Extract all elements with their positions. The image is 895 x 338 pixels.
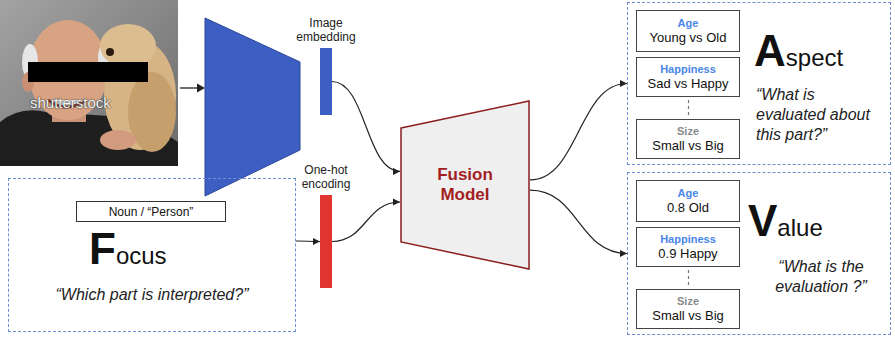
text-holder: 0.9 Happy [658, 246, 717, 262]
hand-shape [100, 130, 136, 150]
text-holder: Image embedding [281, 16, 371, 44]
text-holder: One-hot encoding [281, 163, 371, 191]
attribute-box: Age0.8 Old [636, 180, 740, 222]
text-holder: Size [677, 125, 699, 138]
encoding-bar: One-hot encoding [320, 195, 332, 288]
censor-bar [28, 62, 148, 82]
text-holder: Noun / “Person” [109, 205, 194, 219]
watermark-text: shutterstock [30, 94, 111, 111]
node-text: Happiness [660, 233, 716, 246]
fusion-outline [401, 101, 529, 269]
embedding-bar: Image embedding [320, 48, 332, 115]
input-arrowhead [197, 84, 205, 93]
node-text: Age [678, 17, 699, 30]
node-text: 0.8 Old [667, 200, 709, 216]
dog-nose [106, 48, 114, 56]
node-text: One-hot encoding [281, 163, 371, 191]
node-text: “What is the evaluation ?” [756, 257, 886, 297]
node-text: “Which part is interpreted?” [9, 285, 295, 305]
node-text: Sad vs Happy [648, 76, 729, 92]
node-text: Aspect [754, 27, 843, 75]
value-panel: Value “What is the evaluation ?” Age0.8 Ol… [627, 172, 891, 335]
node-text: Young vs Old [650, 30, 727, 46]
aspect-panel: Aspect “What is evaluated about this part… [627, 2, 891, 165]
ellipsis-dash [688, 270, 689, 287]
text-holder: shutterstock [30, 94, 111, 111]
attribute-box: SizeSmall vs Big [636, 119, 740, 159]
text-holder: 0.8 Old [667, 200, 709, 216]
attribute-box: Happiness0.9 Happy [636, 227, 740, 267]
text-holder: Size [677, 295, 699, 308]
node-text: Noun / “Person” [109, 205, 194, 219]
node-text: Age [678, 187, 699, 200]
fusion-trapezoid: Fusion Model [400, 100, 530, 270]
text-holder: Age [678, 17, 699, 30]
photo-background [0, 0, 178, 166]
attribute-box: HappinessSad vs Happy [636, 57, 740, 97]
text-holder: Value [748, 197, 823, 245]
text-holder: Young vs Old [650, 30, 727, 46]
node-text: Size [677, 125, 699, 138]
text-holder: Happiness [660, 63, 716, 76]
connector-arrow [332, 82, 400, 172]
text-holder: Focus [89, 225, 167, 273]
text-holder: “What is the evaluation ?” [756, 257, 886, 297]
node-text: Small vs Big [652, 138, 724, 154]
focus-tag-box: Noun / “Person” [76, 201, 226, 222]
text-holder: Age [678, 187, 699, 200]
node-text: 0.9 Happy [658, 246, 717, 262]
node-text: Happiness [660, 63, 716, 76]
text-holder: Fusion Model [417, 165, 513, 206]
node-text: Fusion Model [417, 165, 513, 206]
node-text: Value [748, 197, 823, 245]
text-holder: Aspect [754, 27, 843, 75]
text-holder: Happiness [660, 233, 716, 246]
node-text: Image embedding [281, 16, 371, 44]
text-holder: Small vs Big [652, 138, 724, 154]
dog-head [100, 24, 156, 68]
focus-panel: Focus “Which part is interpreted?” Noun / … [8, 178, 296, 332]
node-text: Small vs Big [652, 308, 724, 324]
text-holder: “Which part is interpreted?” [9, 285, 295, 305]
attribute-box: SizeSmall vs Big [636, 289, 740, 329]
encoder-trapezoid [205, 18, 300, 196]
node-text: Size [677, 295, 699, 308]
ellipsis-dash [688, 100, 689, 117]
connector-arrow [332, 202, 400, 242]
connector-arrow [530, 84, 627, 180]
node-text: Focus [89, 225, 167, 273]
text-holder: Small vs Big [652, 308, 724, 324]
text-holder: “What is evaluated about this part?” [756, 85, 886, 145]
text-holder: Sad vs Happy [648, 76, 729, 92]
connector-arrow [296, 240, 320, 242]
connector-arrow [530, 190, 627, 253]
attribute-box: AgeYoung vs Old [636, 10, 740, 52]
photo-illustration [0, 0, 178, 166]
node-text: “What is evaluated about this part?” [756, 85, 886, 145]
input-arrow [180, 87, 198, 88]
